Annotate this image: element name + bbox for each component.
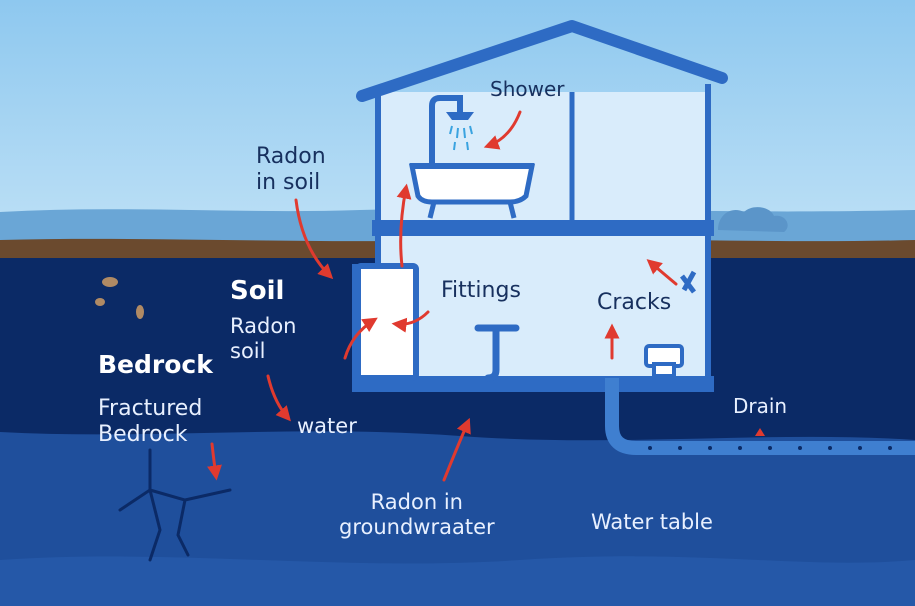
label-radon-in-soil: Radon in soil (256, 144, 326, 195)
radon-arrow (266, 374, 291, 422)
drain-pipe (605, 378, 915, 455)
label-bedrock: Bedrock (98, 350, 213, 379)
label-water: water (297, 414, 357, 438)
label-radon-in-groundwater: Radon in groundwraater (339, 490, 495, 539)
pebble (102, 277, 118, 287)
pebble (95, 298, 105, 306)
label-shower: Shower (490, 77, 565, 101)
radon-arrow (442, 417, 471, 482)
radon-arrow (483, 110, 522, 150)
floor-slab (372, 220, 714, 236)
fittings-pipe (474, 324, 520, 382)
sump-tank (355, 263, 419, 381)
shower-pipe (429, 95, 463, 196)
label-radon-soil: Radon soil (230, 314, 297, 363)
radon-arrow (294, 198, 334, 280)
label-soil: Soil (230, 276, 285, 306)
radon-arrows (207, 110, 678, 482)
radon-arrow (343, 317, 378, 360)
wall-crack-vent (680, 270, 697, 294)
radon-arrow (391, 310, 430, 333)
label-water-table: Water table (591, 510, 713, 534)
pebble (136, 305, 144, 319)
bedrock-fracture (118, 448, 232, 562)
trees (718, 207, 788, 232)
radon-arrow (646, 259, 678, 286)
label-cracks: Cracks (597, 290, 672, 315)
groundwater-wave (0, 556, 915, 606)
drain-marker (755, 428, 765, 436)
label-fittings: Fittings (441, 278, 521, 303)
roof (356, 20, 728, 102)
bathtub (408, 163, 536, 205)
shower-head (446, 112, 474, 120)
radon-arrow (396, 183, 412, 268)
foundation (352, 376, 714, 392)
label-drain: Drain (733, 394, 788, 418)
label-fractured-bedrock: Fractured Bedrock (98, 396, 203, 447)
radon-arrow (207, 442, 222, 481)
